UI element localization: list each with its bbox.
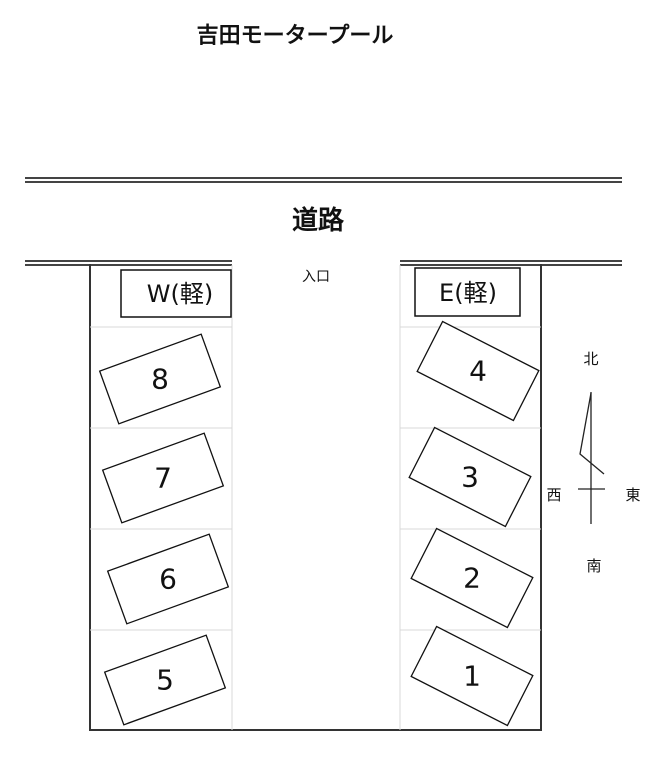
space-number: 4 bbox=[469, 355, 487, 388]
compass-south: 南 bbox=[586, 557, 601, 575]
parking-space-7: 7 bbox=[101, 432, 225, 524]
parking-space-2: 2 bbox=[410, 527, 534, 629]
space-number: 3 bbox=[461, 461, 479, 494]
west-kei-label: W(軽) bbox=[147, 280, 213, 308]
road-lower-edge bbox=[25, 260, 622, 266]
road-label: 道路 bbox=[292, 205, 345, 236]
space-number: 6 bbox=[159, 563, 177, 596]
east-kei-label-box: E(軽) bbox=[414, 267, 521, 317]
compass-west: 西 bbox=[546, 486, 561, 504]
parking-space-6: 6 bbox=[106, 533, 230, 625]
space-number: 1 bbox=[463, 660, 481, 693]
compass-north: 北 bbox=[583, 350, 598, 368]
road-upper-edge bbox=[25, 177, 622, 183]
parking-space-8: 8 bbox=[98, 333, 222, 425]
east-kei-label: E(軽) bbox=[439, 279, 497, 307]
lot-boundary bbox=[89, 264, 542, 731]
space-number: 8 bbox=[151, 363, 169, 396]
compass-east: 東 bbox=[625, 486, 640, 504]
west-kei-label-box: W(軽) bbox=[120, 269, 232, 318]
map-title: 吉田モータープール bbox=[197, 23, 394, 49]
parking-space-5: 5 bbox=[103, 634, 227, 726]
north-arrow-icon bbox=[579, 392, 605, 475]
parking-space-1: 1 bbox=[410, 625, 534, 727]
entrance-label: 入口 bbox=[302, 269, 330, 285]
compass-rose: 北 南 西 東 bbox=[546, 350, 640, 575]
parking-space-4: 4 bbox=[416, 320, 540, 422]
parking-space-3: 3 bbox=[408, 426, 532, 528]
space-number: 7 bbox=[154, 462, 172, 495]
space-number: 5 bbox=[156, 664, 174, 697]
space-number: 2 bbox=[463, 562, 481, 595]
